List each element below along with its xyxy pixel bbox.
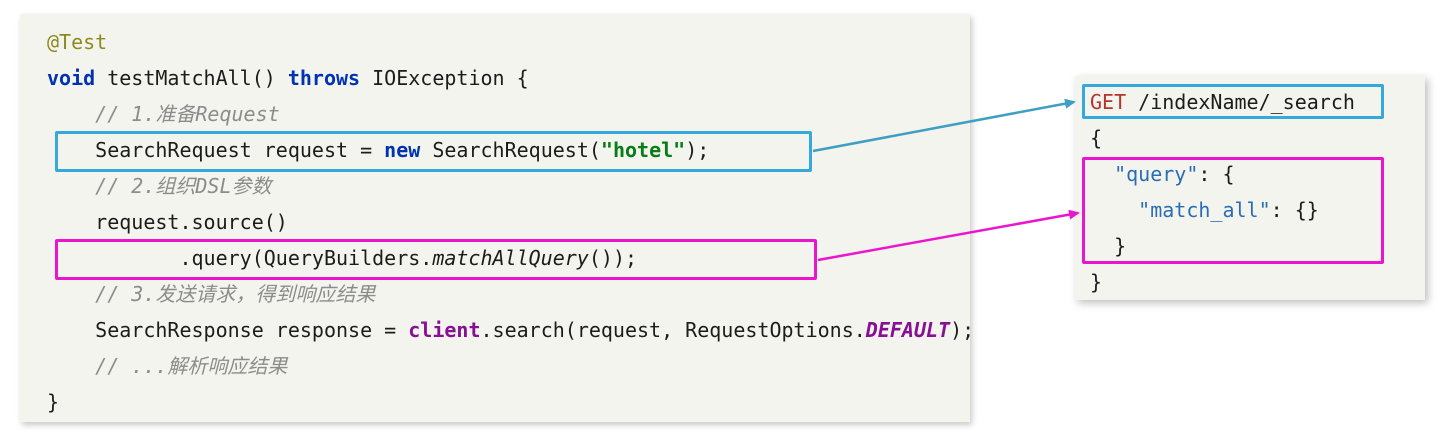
code-token-keyword: new	[384, 138, 421, 162]
code-token-http-method: GET	[1090, 90, 1127, 114]
code-token-json-key: "match_all"	[1138, 198, 1271, 222]
code-token-static-method: matchAllQuery	[432, 246, 589, 270]
code-token-plain: }	[47, 390, 60, 414]
code-line: SearchRequest request = new SearchReques…	[47, 132, 970, 168]
code-line: "match_all": {}	[1090, 192, 1425, 228]
code-line: "query": {	[1090, 156, 1425, 192]
code-token-plain: SearchRequest(	[420, 138, 601, 162]
code-token-plain: : {}	[1270, 198, 1319, 222]
code-line: void testMatchAll() throws IOException {	[47, 60, 970, 96]
code-token-string: "hotel"	[600, 138, 686, 162]
code-token-constant: DEFAULT	[865, 318, 951, 342]
code-token-keyword: void	[47, 66, 96, 90]
code-line: // ...解析响应结果	[47, 348, 970, 384]
code-token-comment: // ...解析响应结果	[47, 354, 288, 378]
code-token-plain: .query(QueryBuilders.	[47, 246, 433, 270]
code-token-plain: SearchRequest request =	[47, 138, 385, 162]
code-line: @Test	[47, 24, 970, 60]
code-line: {	[1090, 120, 1425, 156]
code-token-comment: // 3.发送请求，得到响应结果	[47, 282, 376, 306]
code-line: }	[1090, 228, 1425, 264]
code-line: // 3.发送请求，得到响应结果	[47, 276, 970, 312]
code-line: }	[1090, 264, 1425, 300]
code-token-plain: );	[950, 318, 975, 342]
code-line: .query(QueryBuilders.matchAllQuery());	[47, 240, 970, 276]
code-token-comment: // 2.组织DSL参数	[47, 174, 272, 198]
code-token-plain	[1090, 162, 1114, 186]
code-line: }	[47, 384, 970, 420]
code-token-plain: );	[685, 138, 710, 162]
code-token-annotation: @Test	[47, 30, 108, 54]
code-line: request.source()	[47, 204, 970, 240]
code-line: GET /indexName/_search	[1090, 84, 1425, 120]
code-token-plain: : {	[1198, 162, 1235, 186]
code-token-plain: {	[1090, 126, 1103, 150]
code-token-plain: .search(request, RequestOptions.	[480, 318, 866, 342]
code-token-json-key: "query"	[1114, 162, 1199, 186]
code-token-plain: }	[1090, 234, 1127, 258]
code-line: SearchResponse response = client.search(…	[47, 312, 974, 348]
code-token-plain: IOException {	[360, 66, 529, 90]
code-token-plain: testMatchAll()	[95, 66, 288, 90]
code-line: // 1.准备Request	[47, 96, 970, 132]
code-token-plain: request.source()	[47, 210, 288, 234]
code-token-plain: /indexName/_search	[1126, 90, 1355, 114]
java-code-panel: @Test void testMatchAll() throws IOExcept…	[20, 14, 974, 422]
code-token-plain: }	[1090, 270, 1103, 294]
code-token-keyword: throws	[287, 66, 361, 90]
code-token-plain: ());	[588, 246, 638, 270]
code-token-plain	[1090, 198, 1138, 222]
dsl-request-panel: GET /indexName/_search { "query": { "matc…	[1075, 76, 1425, 300]
code-line: // 2.组织DSL参数	[47, 168, 970, 204]
code-token-field: client	[408, 318, 481, 342]
code-token-plain: SearchResponse response =	[47, 318, 409, 342]
code-token-comment: // 1.准备Request	[47, 102, 280, 126]
